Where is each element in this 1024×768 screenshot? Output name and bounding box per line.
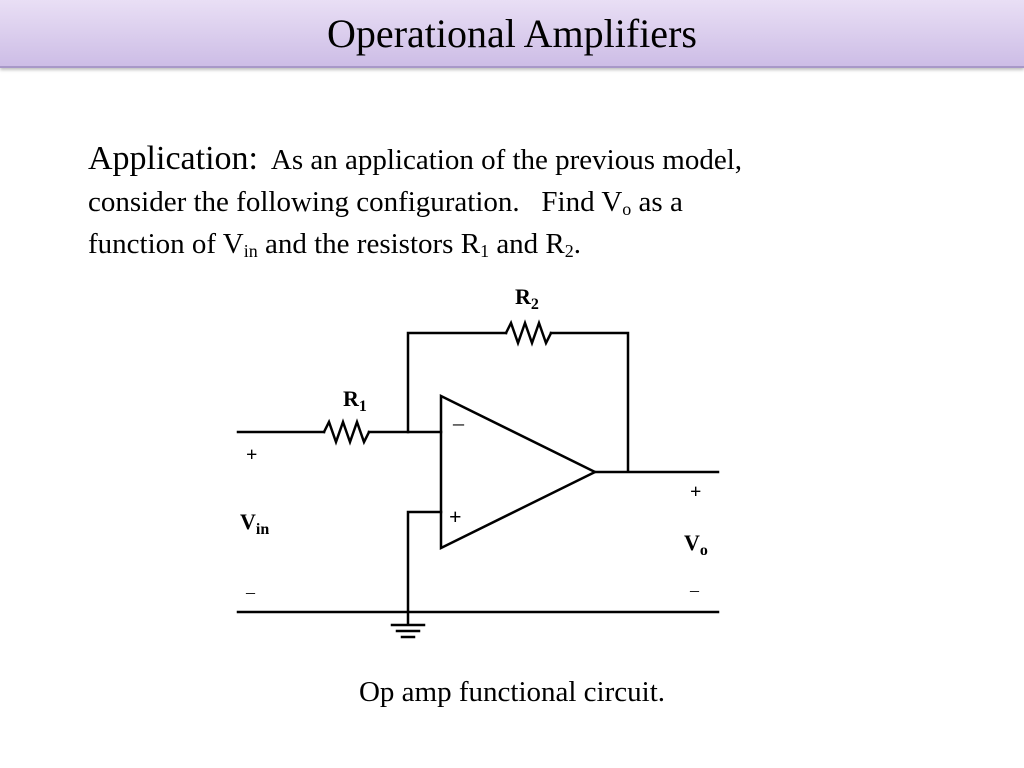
title-bar <box>0 0 1024 68</box>
opamp-plus-label: + <box>449 504 462 529</box>
opamp-minus-label: – <box>452 410 465 435</box>
application-lead: Application: <box>88 140 258 177</box>
feedback-wire <box>406 331 508 434</box>
sub-o: o <box>622 199 632 219</box>
text-seg1: As an application of the previous model, <box>270 144 743 176</box>
sub-in: in <box>243 241 258 261</box>
vo-label: Vo <box>684 530 708 559</box>
text-seg4: function of V <box>88 228 244 260</box>
vin-label: Vin <box>240 509 269 538</box>
slide-title: Operational Amplifiers <box>327 11 697 56</box>
r1-label: R1 <box>343 386 367 415</box>
resistor-r2 <box>504 319 553 347</box>
feedback-wire-right <box>549 331 630 472</box>
resistor-r1 <box>322 418 371 446</box>
sub-1: 1 <box>480 241 490 261</box>
application-text: Application: As an application of the pr… <box>88 138 928 265</box>
figure-caption: Op amp functional circuit. <box>358 676 665 708</box>
text-seg3: as a <box>631 186 683 218</box>
sub-2: 2 <box>564 241 574 261</box>
noninverting-wire <box>406 510 443 626</box>
text-seg6: and R <box>489 228 565 260</box>
text-seg5: and the resistors R <box>257 228 481 260</box>
text-seg7: . <box>573 228 582 260</box>
opamp-triangle <box>439 393 598 551</box>
r2-label: R2 <box>515 284 539 313</box>
text-seg2: consider the following configuration. Fi… <box>88 186 623 218</box>
vo-plus-label: + <box>690 481 701 503</box>
vin-minus-label: – <box>245 582 256 602</box>
vin-plus-label: + <box>246 444 257 466</box>
vo-minus-label: – <box>689 580 700 600</box>
